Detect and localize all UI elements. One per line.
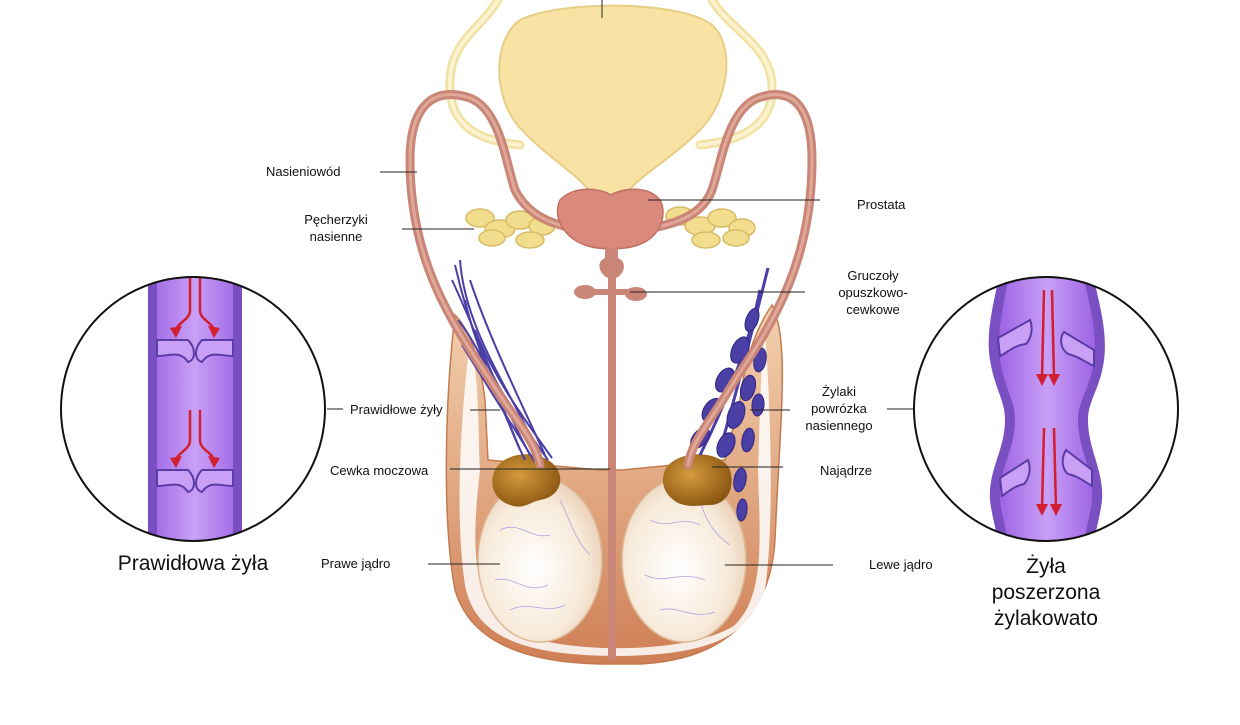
label-varicocele-line-3: nasiennego bbox=[805, 418, 873, 433]
label-normal-veins: Prawidłowe żyły bbox=[350, 402, 443, 417]
prostate bbox=[556, 188, 664, 250]
label-varicocele-line-2: powrózka bbox=[811, 401, 867, 416]
label-right-testis: Prawe jądro bbox=[321, 556, 391, 571]
label-prostate: Prostata bbox=[857, 197, 906, 212]
label-left-testis: Lewe jądro bbox=[869, 557, 933, 572]
label-bulbourethral: Gruczoły opuszkowo- cewkowe bbox=[818, 267, 928, 318]
right-testis bbox=[477, 477, 603, 643]
testis-vessels bbox=[494, 499, 731, 615]
label-bulbourethral-line-1: Gruczoły bbox=[847, 268, 899, 283]
bladder bbox=[498, 4, 728, 196]
label-bulbourethral-line-2: opuszkowo- bbox=[838, 285, 908, 300]
scrotum-inner bbox=[459, 330, 771, 656]
label-seminal-vesicles: Pęcherzyki nasienne bbox=[296, 211, 376, 245]
left-epididymis bbox=[662, 454, 732, 506]
normal-vein-inset bbox=[60, 276, 326, 542]
ureter-outline-inner bbox=[447, 0, 775, 147]
label-vas-deferens: Nasieniowód bbox=[266, 164, 341, 179]
caption-dilated-vein-line-3: żylakowato bbox=[994, 607, 1098, 630]
label-seminal-vesicles-line-2: nasienne bbox=[309, 229, 363, 244]
urethra bbox=[599, 248, 624, 660]
bulbourethral-glands bbox=[574, 285, 647, 301]
caption-normal-vein: Prawidłowa żyła bbox=[117, 552, 269, 575]
caption-dilated-vein: Żyła poszerzona żylakowato bbox=[956, 554, 1136, 632]
label-seminal-vesicles-line-1: Pęcherzyki bbox=[304, 212, 368, 227]
label-bulbourethral-line-3: cewkowe bbox=[846, 302, 900, 317]
leader-lines bbox=[327, 171, 913, 566]
caption-dilated-vein-line-1: Żyła bbox=[1026, 555, 1066, 578]
caption-dilated-vein-line-2: poszerzona bbox=[991, 581, 1101, 604]
label-varicocele-line-1: Żylaki bbox=[822, 384, 856, 399]
label-epididymis: Najądrze bbox=[820, 463, 873, 478]
label-varicocele: Żylaki powrózka nasiennego bbox=[789, 383, 889, 434]
dilated-vein-inset bbox=[913, 276, 1179, 542]
label-urethra: Cewka moczowa bbox=[330, 463, 429, 478]
